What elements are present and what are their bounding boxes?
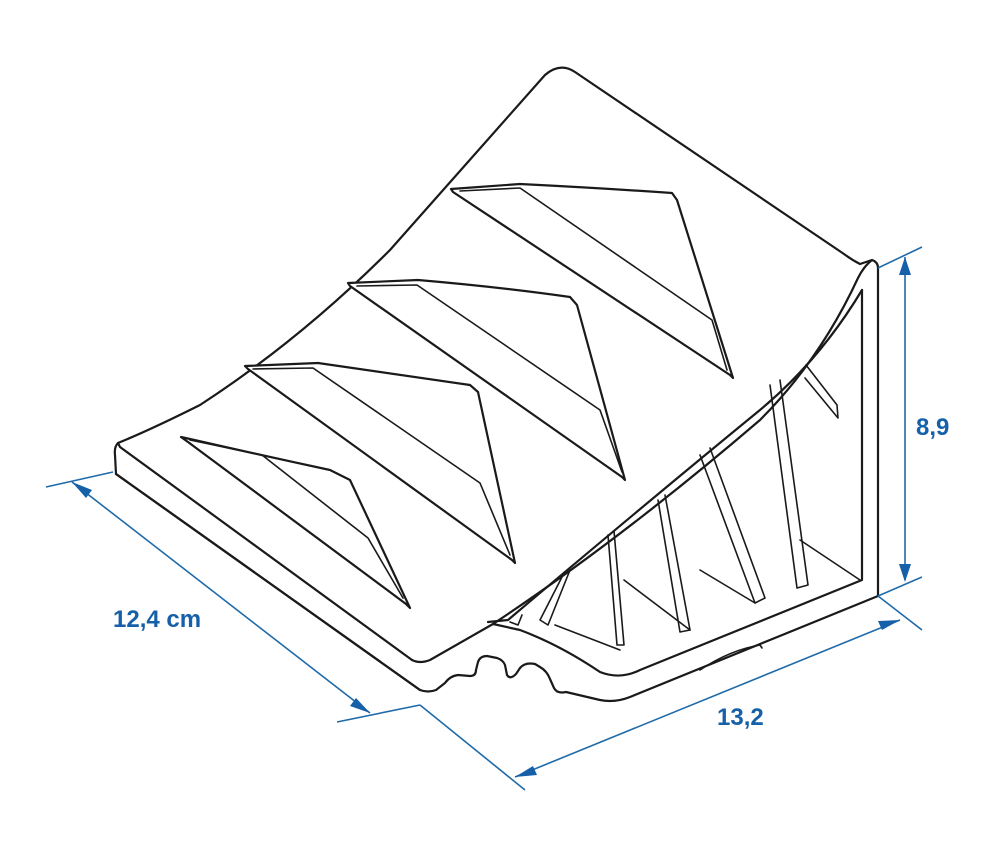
side-ribs bbox=[509, 364, 861, 651]
dimension-length bbox=[45, 471, 421, 723]
height-label: 8,9 bbox=[916, 414, 950, 441]
width-label: 13,2 bbox=[717, 704, 764, 731]
top-ribs bbox=[179, 182, 735, 610]
dimension-width bbox=[419, 595, 923, 791]
dimension-height bbox=[877, 246, 923, 597]
length-label: 12,4 cm bbox=[113, 606, 202, 633]
